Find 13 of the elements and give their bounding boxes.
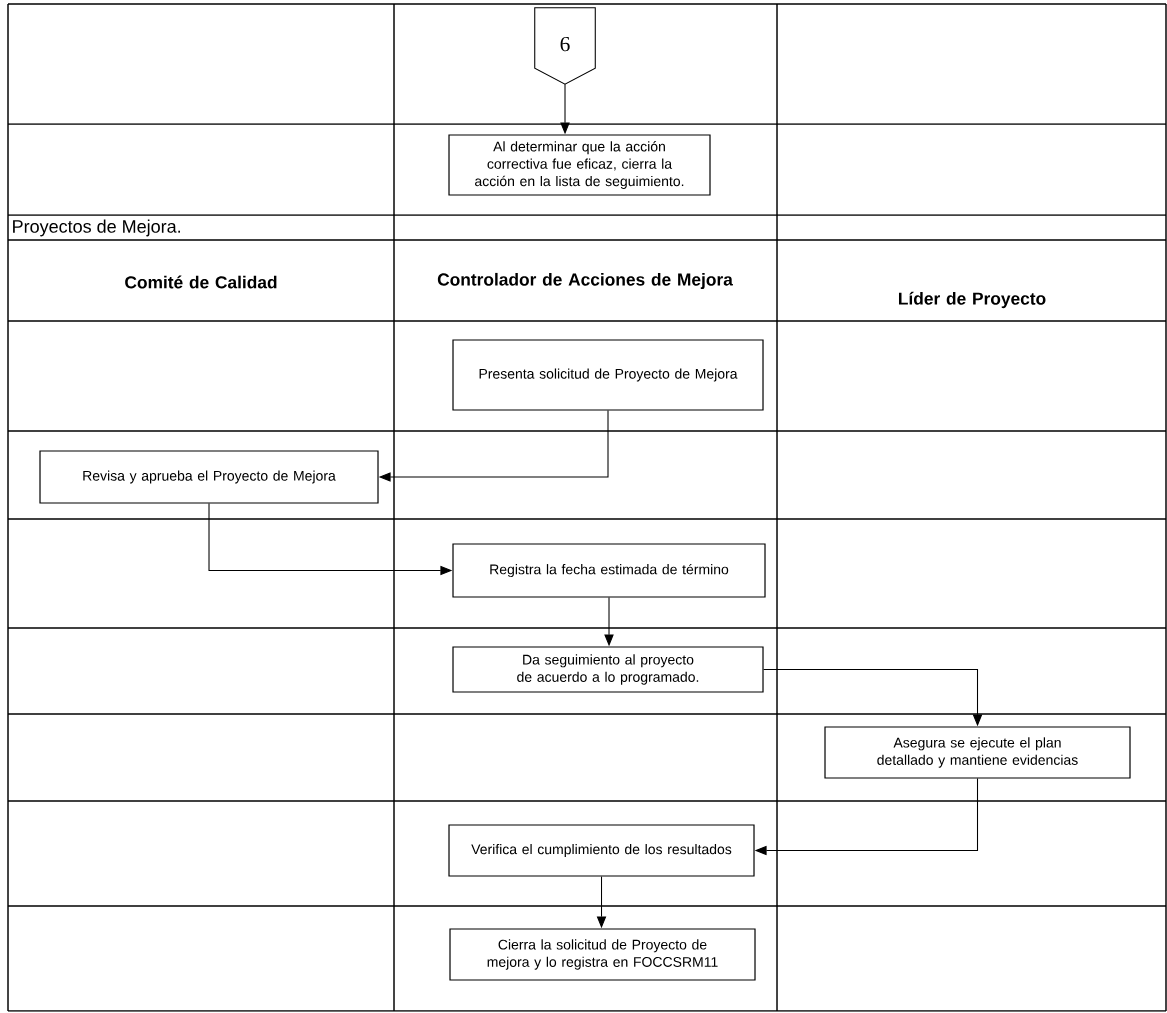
row-heading: Proyectos de Mejora. <box>13 219 180 237</box>
process-box: Verifica el cumplimiento de los resultados <box>448 824 755 877</box>
process-box: Al determinar que la acción correctiva fue eficaz, cierra la acción en la lista de seguimiento. <box>448 134 711 196</box>
process-box: Registra la fecha estimada de término <box>452 543 766 598</box>
process-box: Da seguimiento al proyecto de acuerdo a lo programado. <box>452 646 764 693</box>
column-heading: Controlador de Acciones de Mejora <box>437 272 733 290</box>
process-box: Asegura se ejecute el plan detallado y mantiene evidencias <box>824 726 1131 779</box>
off-page-connector: 6 <box>534 7 596 85</box>
column-heading: Comité de Calidad <box>125 275 277 289</box>
process-box: Revisa y aprueba el Proyecto de Mejora <box>39 450 379 504</box>
column-heading: Líder de Proyecto <box>899 291 1046 309</box>
process-box: Presenta solicitud de Proyecto de Mejora <box>452 339 764 411</box>
process-box: Cierra la solicitud de Proyecto de mejora y lo registra en FOCCSRM11 <box>449 928 756 981</box>
